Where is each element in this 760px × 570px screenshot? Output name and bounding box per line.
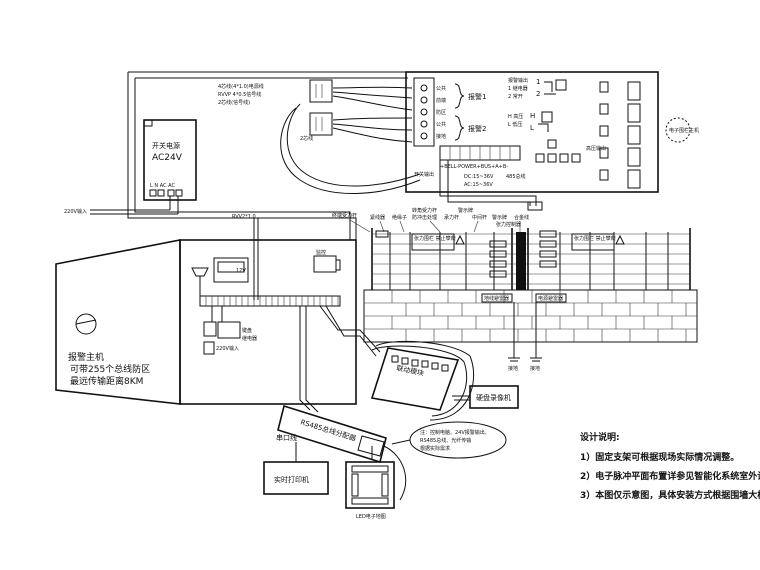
ac-label: AC:15~36V [464,182,493,188]
led-label: LED电子地图 [356,513,386,520]
top-cabling: 4芯线(4*1.0)电源线 RVVP 4*0.5信号线 2芯线(信号线) 2芯线… [127,71,421,240]
alarm-host-title: 报警主机 [68,351,104,363]
controller-side-labels: 报警输出 1 继电器 2 常开 H 高压 L 低压 [508,77,528,128]
ground-label-1: 接地 [508,365,518,372]
comm-note-3: 根据实际需求 [420,445,450,452]
side-label: L 低压 [508,121,522,128]
power-input-label: 220V输入 [64,208,87,215]
comm-note-1: 注：控制电脑、24V报警输出、 [420,429,490,436]
power-supply-terminals: L N AC AC [150,183,175,189]
ground-label-2: 接地 [530,365,540,372]
terminal-label: 前端 [436,97,446,104]
num-label: L [530,124,534,132]
fence-label: 承力杆 [444,214,459,221]
dc-label: DC:15~36V [464,174,494,180]
fence-sublabel: 警示牌 [458,207,473,214]
fence-controller-tag: 张力控制器 [496,221,521,228]
relay-label: 继电器 [242,335,257,342]
warning-sign-left: 张力围栏 禁止攀爬 [414,235,456,242]
design-notes: 设计说明: 1）固定支架可根据现场实际情况调整。 2）电子脉冲平面布置详参见智能… [580,431,760,501]
cable-note-2: RVVP 4*0.5信号线 [218,91,261,98]
alarm-1-label: 报警1 [468,92,486,101]
controller-left-tag: 开关输出 [414,171,434,178]
alarm-host-cabinet: 报警主机 可带255个总线防区 最远传输距离8KM 12V 监控 键盘 220V… [55,218,381,413]
cabinet-terminal-row [205,296,339,306]
serial-line-label: 串口线 [276,433,297,442]
power-supply-name: 开关电源 [152,141,180,150]
fence-label: 中间杆 [472,214,487,221]
terminal-label: 公共 [436,121,446,128]
terminal-label: 接地 [436,133,446,140]
fence-sublabel: 防冲击处理 [412,214,437,221]
alarm-host-distance: 最远传输距离8KM [70,375,143,387]
fence-label: 合金线 [514,214,529,221]
controller-panel: 公共 前端 防区 公共 接地 报警1 报警2 报警输出 1 继电器 2 常开 H… [405,71,699,211]
fence-label: 绝缘子 [392,214,407,221]
power-supply: 开关电源 AC24V L N AC AC 220V输入 [64,119,197,215]
side-label: 1 继电器 [508,85,528,92]
fence-label: 警示牌 [492,214,507,221]
printer-label: 实时打印机 [274,475,309,484]
controller-relays [599,81,641,189]
bus485-label: 485总线 [506,173,526,180]
alarm-2-label: 报警2 [468,124,486,133]
num-label: 1 [536,78,540,86]
note-item: 2）电子脉冲平面布置详参见智能化系统室外设备布点图。 [580,470,760,482]
cable-note-3: 2芯线(信号线) [218,99,250,106]
power-supply-voltage: AC24V [152,153,183,163]
cabinet-ac-label: 220V输入 [216,345,239,352]
note-item: 1）固定支架可根据现场实际情况调整。 [580,451,739,463]
linkage-module-pins [391,355,449,372]
fence-posts [371,228,691,290]
alarm-host-capacity: 可带255个总线防区 [70,363,150,375]
controller-callout: 电子围栏主机 [669,127,699,134]
num-label: H [530,112,535,120]
keypad-label: 键盘 [242,327,252,334]
fence-label: 终端受力杆 [332,212,357,219]
brick-joints [391,290,687,342]
notes-title: 设计说明: [580,431,620,443]
linkage-module-label: 联动模块 [396,363,425,378]
controller-terminals: 公共 前端 防区 公共 接地 [436,85,446,140]
bus-network: RS485总线分配器 联动模块 硬盘录像机 串口线 实时打印机 [263,340,519,520]
monitor-label: 监控 [316,249,326,256]
module-12v-label: 12V [236,268,246,274]
side-label: H 高压 [508,113,523,120]
warning-sign-right: 张力围栏 禁止攀爬 [574,235,616,242]
side-label: 2 常开 [508,93,523,100]
num-label: 2 [536,90,540,98]
bus-label: +BELL-POWER+BUS+A+B- [440,164,508,170]
video-recorder-label: 硬盘录像机 [476,393,511,402]
cable-note-1: 4芯线(4*1.0)电源线 [218,83,264,90]
brick-wall [363,289,698,343]
note-item: 3）本图仅示意图，具体安装方式根据围墙大样图进行调整。 [580,489,760,501]
terminal-label: 公共 [436,85,446,92]
comm-note-2: RS485总线、光纤传输 [420,437,471,444]
side-label: 报警输出 [508,77,528,84]
cable-note-5: RVV2*1.0 [232,214,256,220]
arrester-right-tag: 电源避雷器 [538,295,563,302]
fence-sublabel: 转角受力杆 [412,207,437,214]
controller-mid-tag: 高压输出 [586,145,606,152]
terminal-label: 防区 [436,109,446,116]
fence-label: 紧线器 [370,214,385,221]
cable-note-4: 2芯线 [300,135,313,142]
fence: 终端受力杆 紧线器 绝缘子 转角受力杆 防冲击处理 承力杆 中间杆 警示牌 合金… [332,207,698,372]
arrester-left-tag: 地线避雷器 [484,295,509,302]
